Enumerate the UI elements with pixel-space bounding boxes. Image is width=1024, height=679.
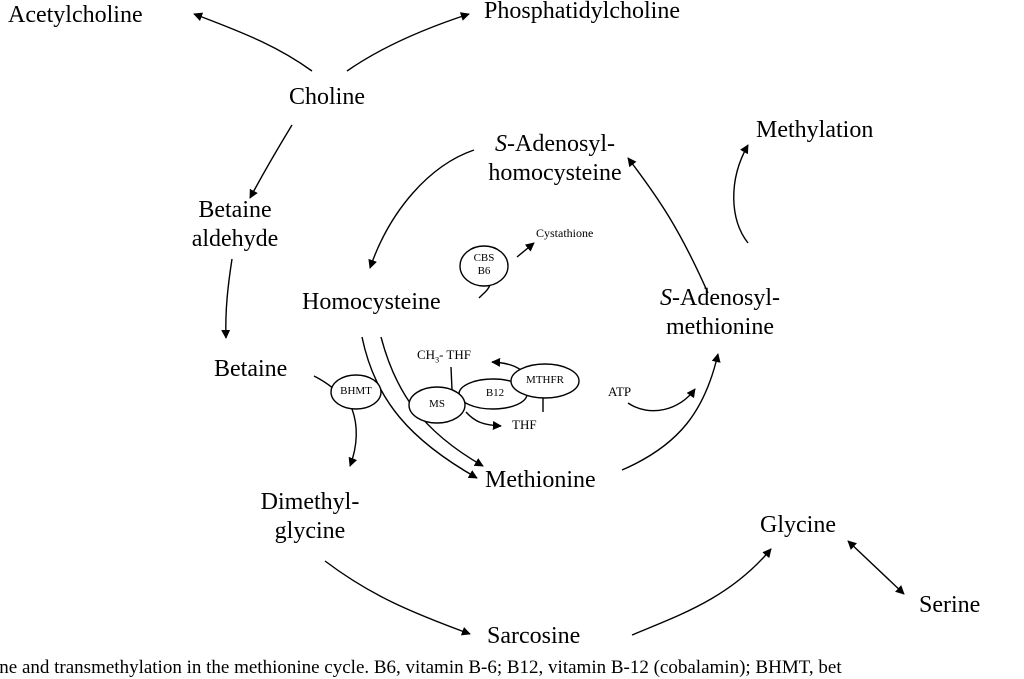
connector-betaine-bhmt xyxy=(313,375,335,390)
dimethylglycine-line2: glycine xyxy=(274,518,346,544)
arrow-betaine-aldehyde-to-betaine xyxy=(221,258,233,339)
enzyme-b6-label: B6 xyxy=(477,265,491,277)
enzyme-cbs-b6: CBS B6 xyxy=(464,252,504,278)
enzyme-cbs-label: CBS xyxy=(473,252,495,264)
node-glycine: Glycine xyxy=(760,512,836,538)
enzyme-ms-ellipse xyxy=(408,386,466,424)
node-serine: Serine xyxy=(919,592,981,618)
node-s-adenosylmethionine: S-Adenosyl- methionine xyxy=(630,284,810,342)
node-betaine-aldehyde: Betaine aldehyde xyxy=(190,196,280,254)
arrow-methionine-to-sam xyxy=(621,353,721,471)
arrow-glycine-serine xyxy=(847,540,905,595)
enzyme-ms: MS xyxy=(429,398,445,410)
arrow-sarcosine-to-glycine xyxy=(631,548,772,636)
arrow-dimethylglycine-to-sarcosine xyxy=(324,560,471,636)
ch3-thf-subscript: 3 xyxy=(435,355,440,365)
arrow-cbs-to-cystathione xyxy=(516,242,535,258)
enzyme-bhmt: BHMT xyxy=(340,385,372,397)
s-prefix: S xyxy=(495,131,507,157)
dimethylglycine-line1: Dimethyl- xyxy=(260,489,360,515)
ch3-thf-suffix: - THF xyxy=(439,347,471,362)
enzyme-mthfr: MTHFR xyxy=(526,374,564,386)
enzyme-b12: B12 xyxy=(485,387,505,399)
arrow-sam-to-methylation xyxy=(733,144,749,244)
arrow-homocysteine-to-methionine-outer xyxy=(361,336,478,479)
label-cystathione: Cystathione xyxy=(536,226,594,240)
arrow-choline-to-betaine-aldehyde xyxy=(249,124,293,199)
ch3-thf-prefix: CH xyxy=(417,347,436,362)
sam-line2: methionine xyxy=(666,314,774,340)
arrow-choline-to-acetylcholine xyxy=(193,12,313,72)
figure-caption: ine and transmethylation in the methioni… xyxy=(0,657,842,678)
arrow-sah-to-homocysteine xyxy=(368,149,475,269)
node-phosphatidylcholine: Phosphatidylcholine xyxy=(484,0,680,24)
label-atp: ATP xyxy=(608,384,632,399)
node-choline: Choline xyxy=(289,84,365,110)
arrow-sam-to-sah xyxy=(627,157,709,294)
enzyme-bhmt-ellipse xyxy=(330,374,382,410)
node-methylation: Methylation xyxy=(756,117,874,143)
sam-line1: -Adenosyl- xyxy=(672,285,780,311)
arrow-choline-to-phosphatidylcholine xyxy=(346,12,470,72)
arrow-ms-to-thf xyxy=(465,411,502,431)
label-thf: THF xyxy=(512,417,537,432)
sah-line2: homocysteine xyxy=(488,160,622,186)
enzyme-cbs-ellipse xyxy=(459,245,509,287)
sah-line1: -Adenosyl- xyxy=(507,131,615,157)
node-methionine: Methionine xyxy=(485,467,596,493)
arrow-atp xyxy=(627,388,696,412)
label-ch3-thf: CH3- THF xyxy=(417,347,471,365)
node-homocysteine: Homocysteine xyxy=(302,289,441,315)
arrow-bhmt-to-dimethylglycine xyxy=(348,408,358,467)
node-betaine: Betaine xyxy=(214,356,288,382)
node-s-adenosylhomocysteine: S-Adenosyl- homocysteine xyxy=(460,130,650,188)
enzyme-mthfr-ellipse xyxy=(510,363,580,399)
betaine-aldehyde-line1: Betaine xyxy=(198,197,272,223)
connector-homocysteine-cbs xyxy=(478,284,491,299)
betaine-aldehyde-line2: aldehyde xyxy=(191,226,279,252)
s-prefix: S xyxy=(660,285,672,311)
node-acetylcholine: Acetylcholine xyxy=(8,2,143,28)
node-sarcosine: Sarcosine xyxy=(487,623,581,649)
node-dimethylglycine: Dimethyl- glycine xyxy=(255,488,365,546)
connector-ch3thf-ms xyxy=(450,366,453,391)
